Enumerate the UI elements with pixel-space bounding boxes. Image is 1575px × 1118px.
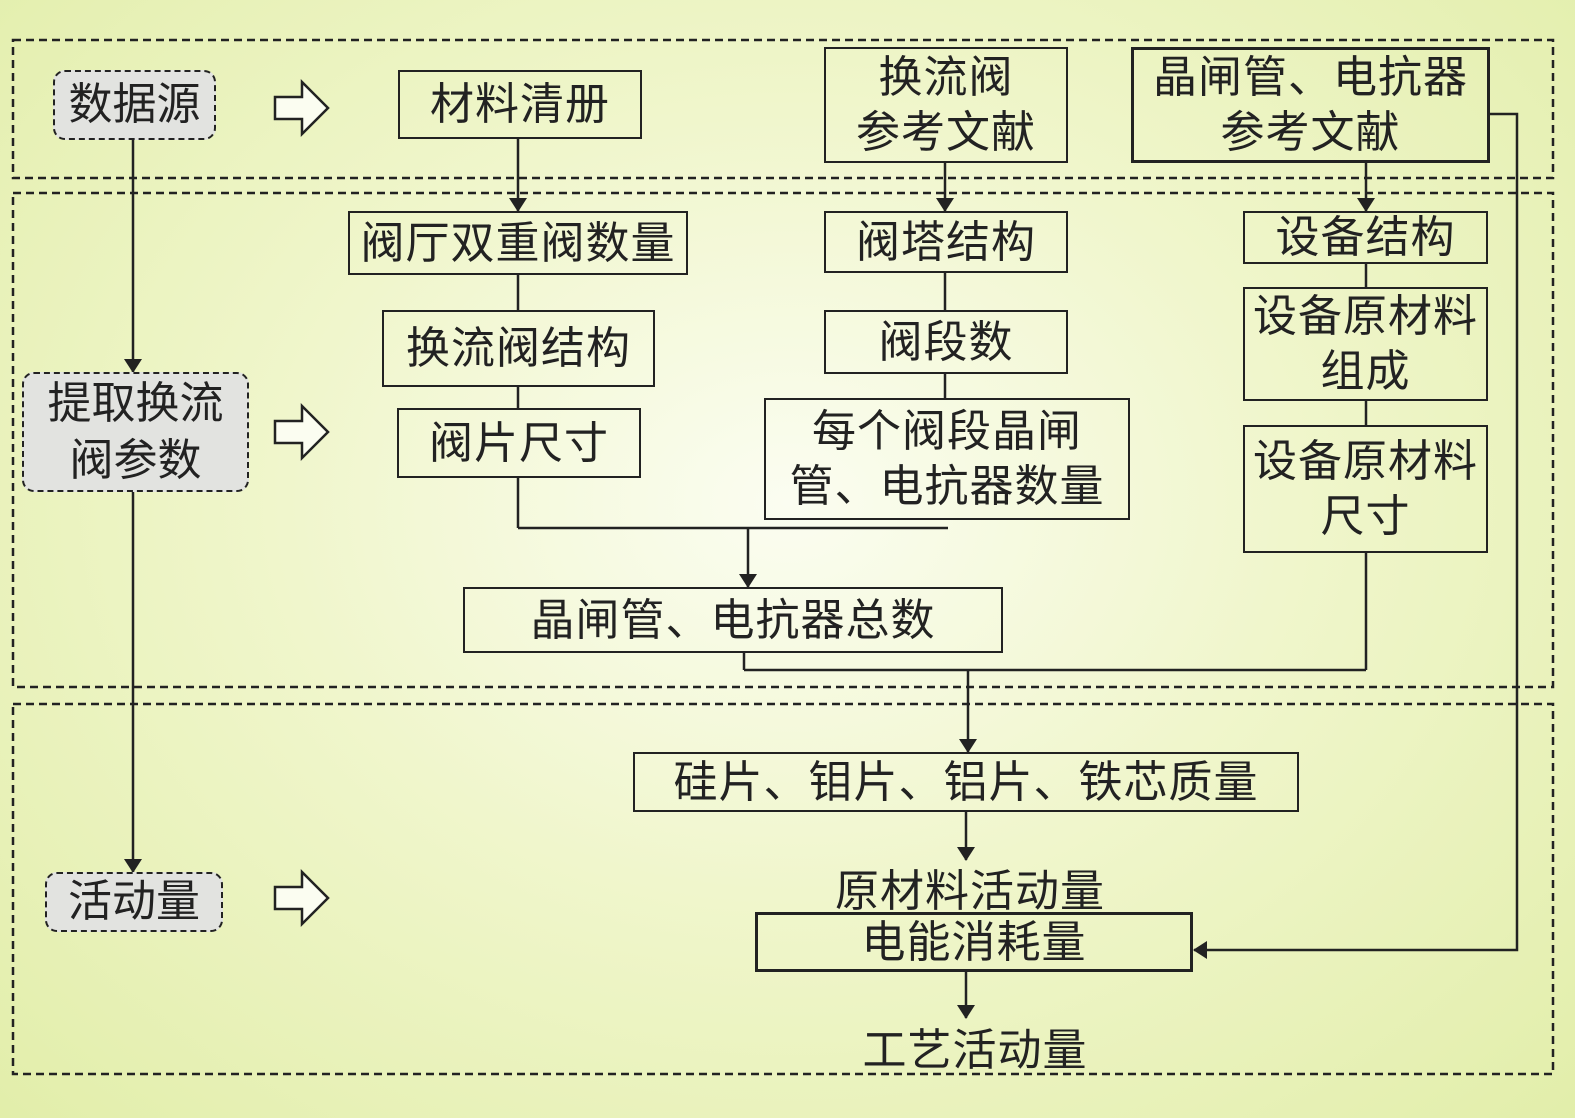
equipment-structure-box: 设备结构 (1243, 211, 1488, 264)
equipment-material-size-box: 设备原材料 尺寸 (1243, 425, 1488, 553)
per-segment-count-box: 每个阀段晶闸 管、电抗器数量 (764, 398, 1130, 520)
energy-consumption-box: 电能消耗量 (755, 912, 1193, 972)
thyristor-reactor-ref-box: 晶闸管、电抗器 参考文献 (1131, 47, 1490, 163)
thyristor-reactor-total-box: 晶闸管、电抗器总数 (463, 587, 1003, 653)
valve-tower-structure-box: 阀塔结构 (824, 211, 1068, 273)
hall-double-valve-count-box: 阀厅双重阀数量 (348, 211, 688, 275)
converter-valve-ref-box: 换流阀 参考文献 (824, 47, 1068, 163)
material-mass-box: 硅片、钼片、铝片、铁芯质量 (633, 752, 1299, 812)
hollow-arrow-icon-3 (273, 868, 330, 928)
materials-list-box: 材料清册 (398, 70, 642, 139)
raw-material-activity-text: 原材料活动量 (835, 866, 1105, 917)
extract-params-label: 提取换流 阀参数 (22, 372, 249, 492)
section-data-source (11, 38, 1555, 180)
process-activity-text: 工艺活动量 (862, 1025, 1088, 1076)
section-extract-params (11, 191, 1555, 689)
hollow-arrow-icon-1 (273, 78, 330, 138)
activity-label: 活动量 (45, 872, 223, 932)
arrow-thyristor-ref-to-energy (1193, 112, 1519, 959)
equipment-material-composition-box: 设备原材料 组成 (1243, 287, 1488, 401)
valve-segment-count-box: 阀段数 (824, 310, 1068, 374)
hollow-arrow-icon-2 (273, 402, 330, 462)
data-source-label: 数据源 (53, 70, 216, 140)
section-activity (11, 702, 1555, 1076)
valve-piece-size-box: 阀片尺寸 (397, 408, 641, 478)
converter-valve-structure-box: 换流阀结构 (382, 310, 655, 387)
